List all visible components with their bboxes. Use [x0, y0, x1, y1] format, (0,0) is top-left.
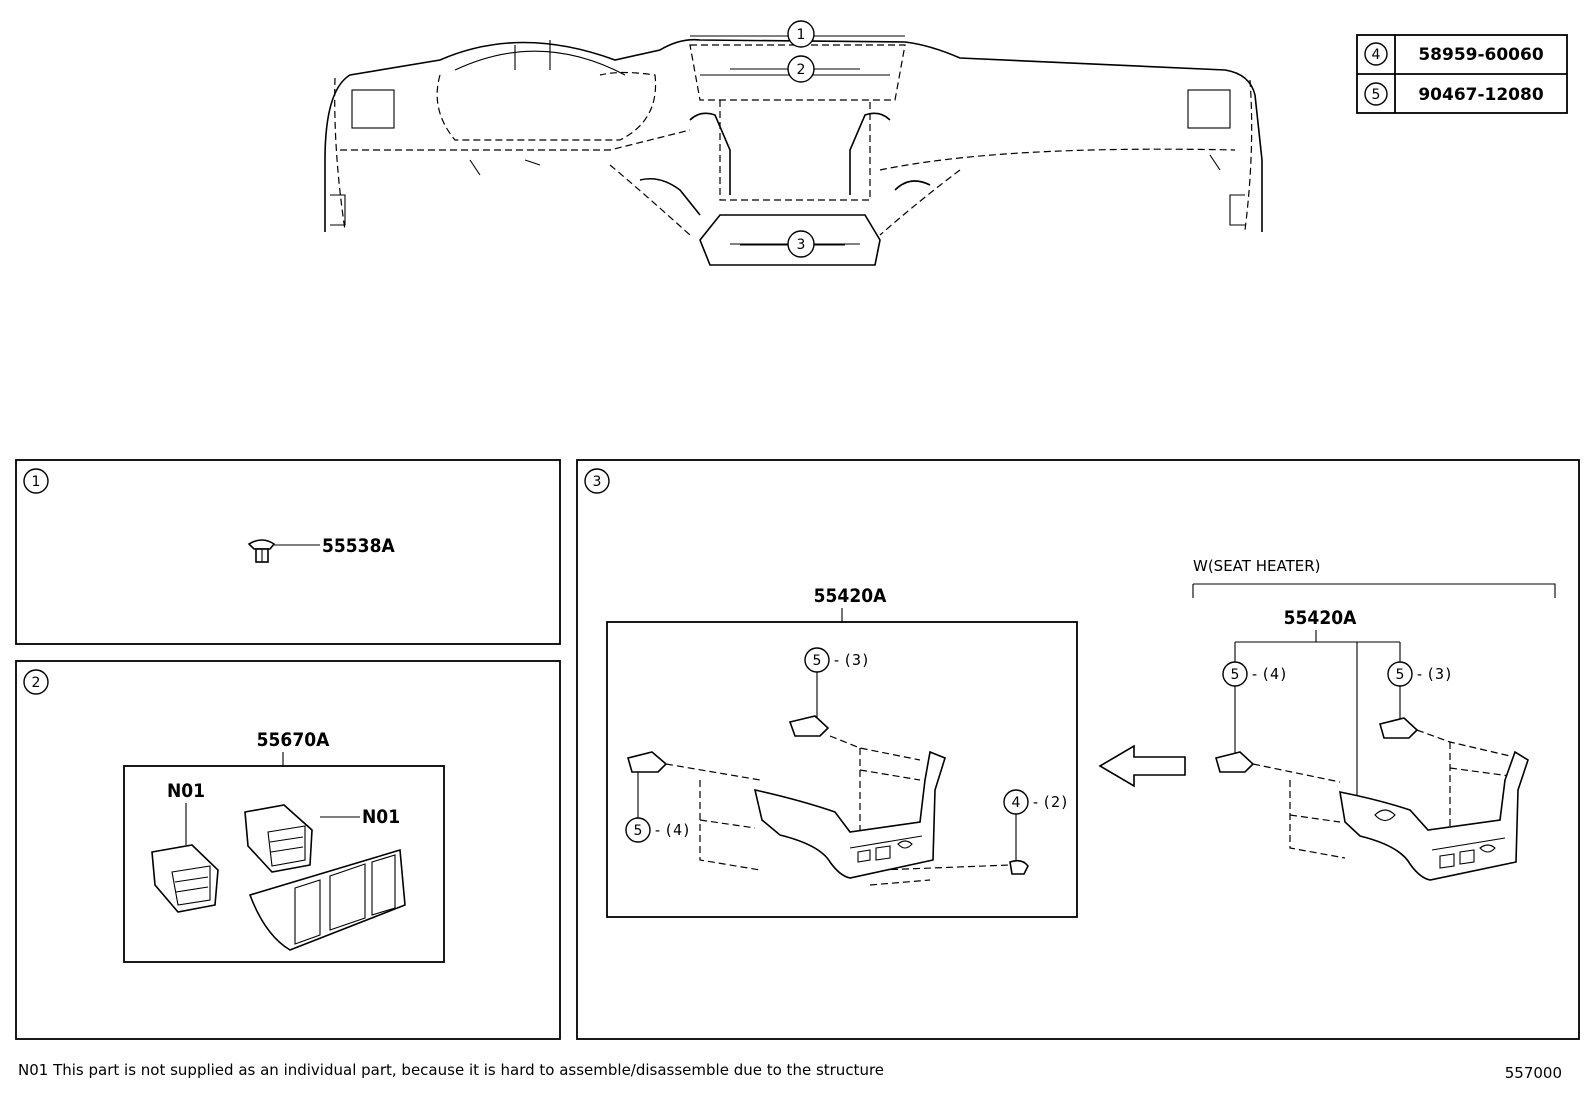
svg-text:(2): (2) [1042, 793, 1069, 811]
svg-text:2: 2 [32, 675, 41, 691]
svg-text:N01: N01 [167, 780, 205, 802]
svg-text:(4): (4) [664, 821, 691, 839]
svg-text:90467-12080: 90467-12080 [1418, 85, 1544, 105]
svg-text:5: 5 [1372, 87, 1381, 103]
svg-text:5: 5 [1396, 667, 1405, 683]
svg-text:2: 2 [797, 62, 806, 78]
callout-5-right-b: 5 - (3) [1379, 642, 1453, 739]
svg-text:(4): (4) [1261, 665, 1288, 683]
svg-text:-: - [1031, 793, 1040, 811]
parts-legend-table: 4 58959-60060 5 90467-12080 [1356, 34, 1568, 114]
svg-text:5: 5 [813, 653, 822, 669]
svg-text:(3): (3) [843, 651, 870, 669]
figure-code: 557000 [1505, 1064, 1562, 1082]
svg-text:3: 3 [797, 237, 806, 253]
svg-text:4: 4 [1372, 47, 1381, 63]
callout-1: 1 [690, 20, 905, 48]
svg-text:55538A: 55538A [322, 535, 395, 557]
svg-text:-: - [1415, 665, 1424, 683]
center-vent-bezel [248, 848, 406, 951]
callout-3: 3 [730, 230, 860, 258]
svg-text:55420A: 55420A [814, 585, 887, 607]
svg-text:-: - [832, 651, 841, 669]
console-panel-right [1252, 729, 1529, 881]
air-vent-right [244, 804, 313, 873]
clip-left-top [788, 715, 830, 737]
svg-text:5: 5 [634, 823, 643, 839]
direction-arrow [1098, 744, 1186, 788]
callout-5-left-top: 5 - (3) [804, 647, 870, 722]
svg-text:1: 1 [32, 474, 41, 490]
callout-4-left: 4 - (2) [1003, 789, 1069, 875]
callout-2: 2 [730, 55, 860, 83]
svg-text:W(SEAT HEATER): W(SEAT HEATER) [1193, 557, 1320, 575]
callout-5-right-a: 5 - (4) [1215, 642, 1288, 773]
console-panel-left [665, 735, 1011, 886]
clip-55538a [247, 539, 276, 563]
svg-text:-: - [1250, 665, 1259, 683]
svg-text:N01: N01 [362, 806, 400, 828]
svg-text:55670A: 55670A [257, 729, 330, 751]
svg-text:-: - [653, 821, 662, 839]
svg-text:55420A: 55420A [1284, 607, 1357, 629]
air-vent-left [151, 844, 219, 913]
dashboard-assembly [324, 38, 1263, 266]
svg-text:1: 1 [797, 27, 806, 43]
svg-text:5: 5 [1231, 667, 1240, 683]
detail-box-1: 1 55538A [15, 459, 561, 645]
svg-text:(3): (3) [1426, 665, 1453, 683]
detail-box-2: 2 55670A N01 N01 [15, 660, 561, 1040]
svg-text:58959-60060: 58959-60060 [1418, 45, 1544, 65]
footnote: N01 This part is not supplied as an indi… [18, 1061, 884, 1079]
svg-text:3: 3 [593, 474, 602, 490]
detail-box-3: 3 55420A 5 - (3) 5 - (4) 4 - (2 [576, 459, 1580, 1040]
clip-left-side [627, 751, 668, 773]
svg-text:4: 4 [1012, 795, 1021, 811]
callout-5-left-bottom: 5 - (4) [625, 772, 691, 843]
